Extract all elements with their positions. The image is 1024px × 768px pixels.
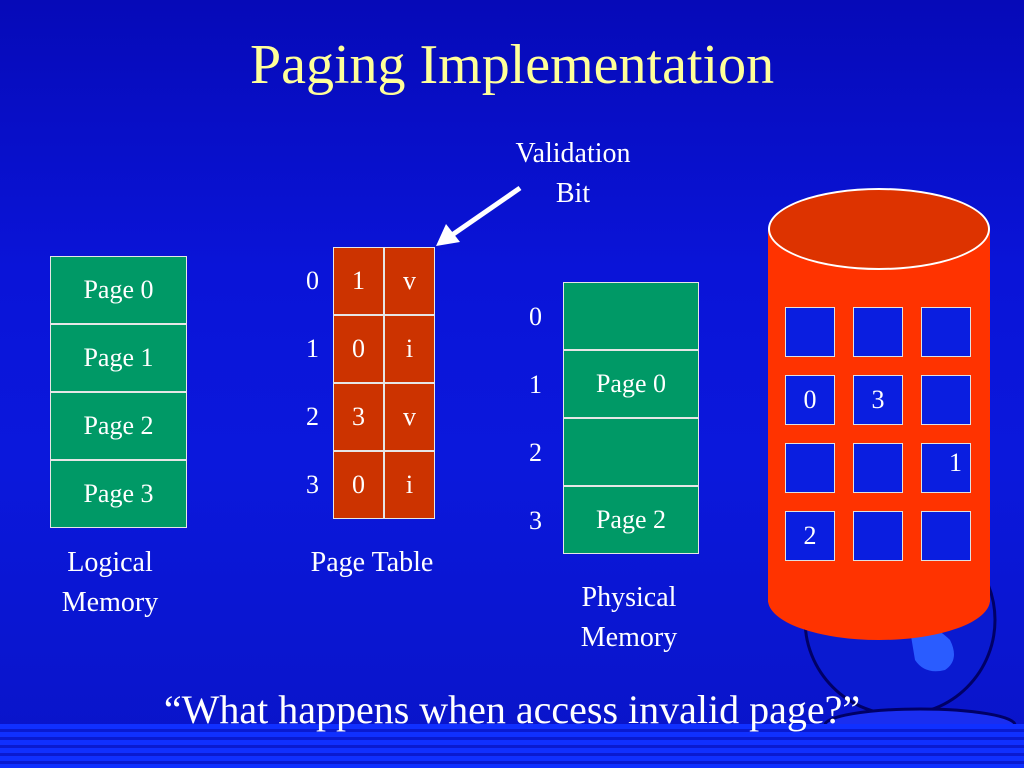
- page-table-index-0: 0: [306, 266, 319, 295]
- disk-cell: 3: [853, 375, 903, 425]
- validation-label-line1: Validation: [515, 138, 631, 169]
- disk-cell: [785, 307, 835, 357]
- physical-frame-2: [563, 418, 699, 486]
- physical-memory-label-line1: Physical: [581, 582, 677, 613]
- logical-page-0: Page 0: [50, 256, 187, 324]
- disk-top: [768, 188, 990, 270]
- disk-cell: [853, 511, 903, 561]
- footer-band: [0, 724, 1024, 768]
- logical-page-1: Page 1: [50, 324, 187, 392]
- disk-cell: [921, 307, 971, 357]
- page-table-bit-3: i: [384, 451, 435, 519]
- disk-cell: [853, 307, 903, 357]
- physical-frame-3: Page 2: [563, 486, 699, 554]
- validation-label-line2: Bit: [555, 178, 591, 209]
- physical-memory-label-line2: Memory: [580, 622, 678, 653]
- page-table-index-2: 2: [306, 402, 319, 431]
- question-text: “What happens when access invalid page?”: [163, 687, 861, 732]
- page-title: Paging Implementation: [249, 34, 775, 96]
- page-table-bit-2: v: [384, 383, 435, 451]
- page-table-bit-1: i: [384, 315, 435, 383]
- page-table-frame-1: 0: [333, 315, 384, 383]
- page-table-frame-2: 3: [333, 383, 384, 451]
- page-table-index-1: 1: [306, 334, 319, 363]
- disk-cell: 0: [785, 375, 835, 425]
- logical-memory-label-line1: Logical: [67, 547, 153, 578]
- disk-cell: [921, 511, 971, 561]
- page-table-index-3: 3: [306, 470, 319, 499]
- physical-index-0: 0: [529, 302, 542, 331]
- page-table-bit-0: v: [384, 247, 435, 315]
- physical-index-2: 2: [529, 438, 542, 467]
- logical-memory-label-line2: Memory: [61, 587, 159, 618]
- disk-cell: [785, 443, 835, 493]
- arrow-icon: [436, 185, 522, 246]
- page-table-label: Page Table: [310, 547, 434, 578]
- logical-page-3: Page 3: [50, 460, 187, 528]
- logical-page-2: Page 2: [50, 392, 187, 460]
- physical-frame-1: Page 0: [563, 350, 699, 418]
- page-table-frame-3: 0: [333, 451, 384, 519]
- disk-cell: [853, 443, 903, 493]
- disk-cell: 2: [785, 511, 835, 561]
- disk-cell: [921, 375, 971, 425]
- physical-index-1: 1: [529, 370, 542, 399]
- page-table-frame-0: 1: [333, 247, 384, 315]
- physical-index-3: 3: [529, 506, 542, 535]
- physical-frame-0: [563, 282, 699, 350]
- disk-cell: 1: [921, 443, 971, 493]
